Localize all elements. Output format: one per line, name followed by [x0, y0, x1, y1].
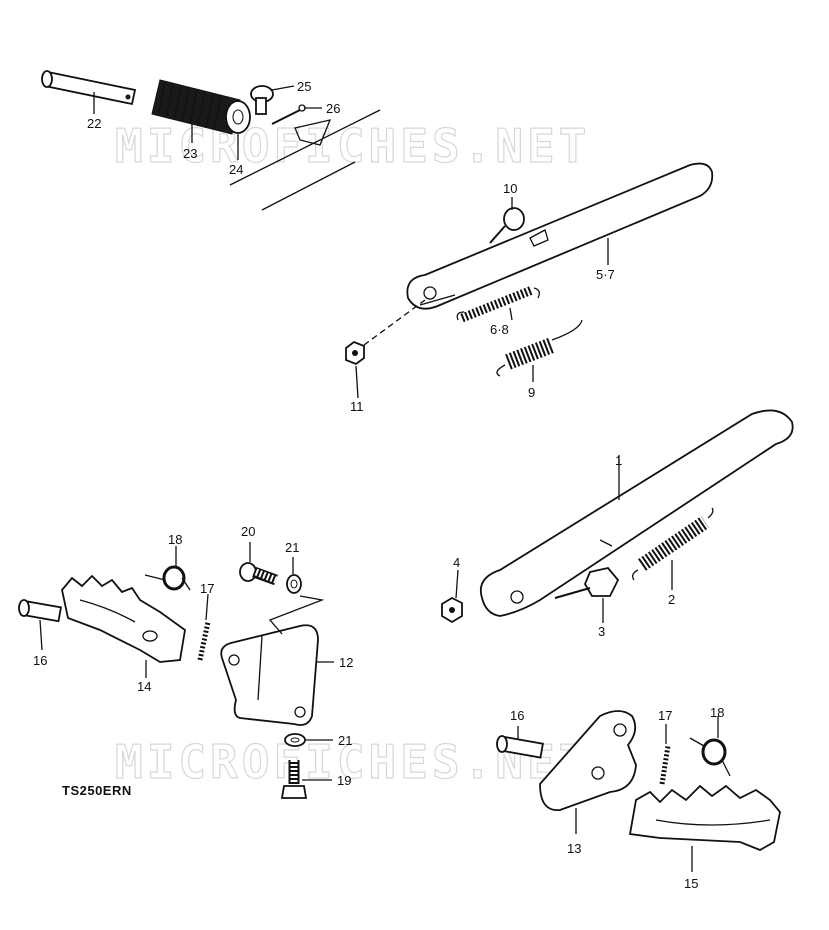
spring-9 — [496, 319, 583, 377]
spring-17-right — [659, 745, 671, 785]
label-5-7: 5·7 — [596, 267, 615, 282]
label-9: 9 — [528, 385, 535, 400]
footrest-rubber-23 — [151, 79, 241, 135]
spring-18-right — [689, 737, 731, 777]
label-20: 20 — [241, 524, 255, 539]
label-3: 3 — [598, 624, 605, 639]
label-18-right: 18 — [710, 705, 724, 720]
bolt-10 — [489, 207, 525, 244]
label-21-bottom: 21 — [338, 733, 352, 748]
spring-18-left — [144, 565, 191, 591]
label-21-top: 21 — [285, 540, 299, 555]
label-26: 26 — [326, 101, 340, 116]
label-23: 23 — [183, 146, 197, 161]
bracket-12 — [220, 595, 325, 726]
pin-25 — [250, 85, 274, 115]
footrest-14 — [61, 574, 186, 663]
label-22: 22 — [87, 116, 101, 131]
leader-lines — [39, 85, 719, 872]
label-10: 10 — [503, 181, 517, 196]
spring-17-left — [197, 621, 211, 661]
stand-1 — [479, 409, 794, 617]
label-6-8: 6·8 — [490, 322, 509, 337]
nut-4 — [441, 596, 463, 624]
bolt-3 — [554, 567, 620, 599]
washer-24 — [225, 100, 251, 134]
label-16-left: 16 — [33, 653, 47, 668]
model-code: TS250ERN — [62, 783, 132, 798]
bolt-20 — [239, 562, 278, 586]
label-16-right: 16 — [510, 708, 524, 723]
label-1: 1 — [615, 453, 622, 468]
pin-16-right — [496, 735, 544, 759]
spring-2 — [632, 507, 714, 581]
label-24: 24 — [229, 162, 243, 177]
bracket-13 — [539, 710, 637, 811]
label-14: 14 — [137, 679, 151, 694]
bolt-19 — [280, 760, 308, 799]
label-2: 2 — [668, 592, 675, 607]
spring-6-8 — [456, 285, 540, 323]
side-stand-5-7 — [406, 162, 714, 310]
label-15: 15 — [684, 876, 698, 891]
label-11: 11 — [350, 399, 364, 414]
label-13: 13 — [567, 841, 581, 856]
frame-bracket — [229, 109, 381, 211]
footrest-pin-22 — [41, 70, 137, 106]
label-4: 4 — [453, 555, 460, 570]
pin-16-left — [18, 599, 62, 623]
label-25: 25 — [297, 79, 311, 94]
label-18-left: 18 — [168, 532, 182, 547]
label-12: 12 — [339, 655, 353, 670]
washer-21-bottom — [284, 733, 306, 747]
nut-11 — [345, 299, 426, 366]
washer-21-top — [286, 574, 302, 594]
label-17-right: 17 — [658, 708, 672, 723]
footrest-15 — [628, 784, 781, 851]
label-17-left: 17 — [200, 581, 214, 596]
label-19: 19 — [337, 773, 351, 788]
